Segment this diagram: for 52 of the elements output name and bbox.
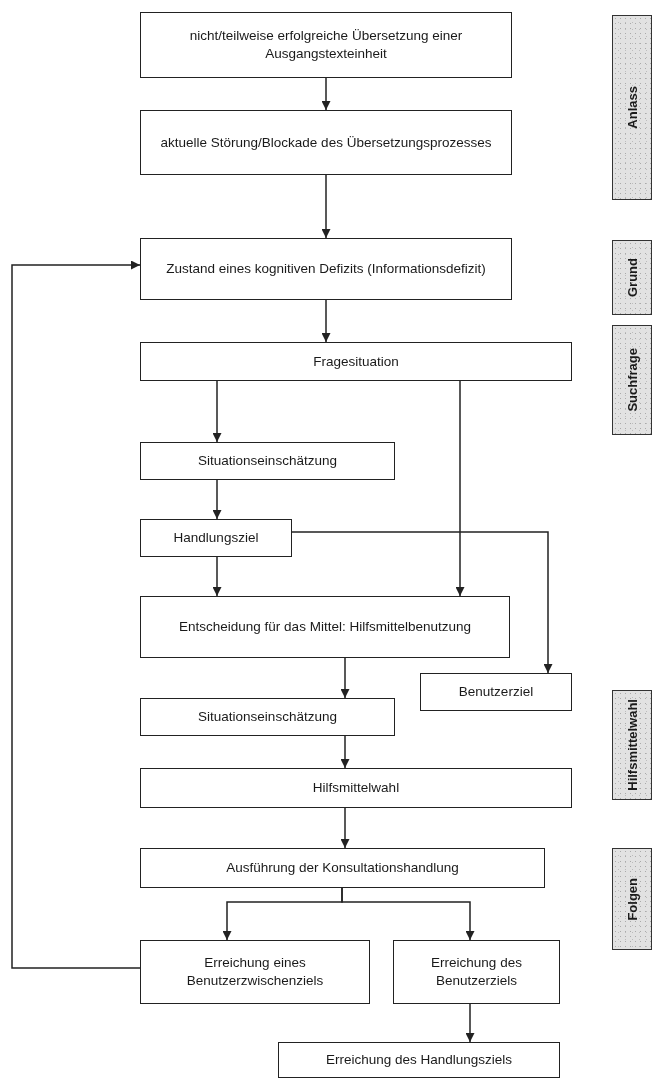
process-box	[140, 519, 292, 557]
section-label: Hilfsmittelwahl	[624, 699, 640, 791]
arrow	[340, 807, 350, 849]
arrow	[340, 657, 350, 699]
section-label: Folgen	[624, 877, 640, 921]
box-text: nicht/teilweise erfolgreiche Übersetzung einer Ausgangstexteinheit	[188, 27, 464, 63]
process-box	[140, 596, 510, 658]
box-text: aktuelle Störung/Blockade des Übersetzungsprozesses	[160, 133, 492, 152]
arrow	[321, 77, 331, 111]
process-box	[140, 698, 395, 736]
arrow	[465, 1003, 475, 1043]
process-box	[140, 940, 370, 1004]
process-box	[140, 848, 545, 888]
process-box	[393, 940, 560, 1004]
section-band	[612, 240, 652, 315]
section-label: Grund	[624, 258, 640, 297]
arrow	[321, 299, 331, 343]
arrow	[212, 556, 222, 597]
arrow	[11, 260, 141, 969]
section-band	[612, 15, 652, 200]
box-text: Hilfsmittelwahl	[312, 779, 400, 797]
section-band	[612, 690, 652, 800]
box-text: Entscheidung für das Mittel: Hilfsmittelbenutzung	[179, 618, 471, 636]
box-text: Situationseinschätzung	[198, 708, 337, 726]
section-band	[612, 848, 652, 950]
box-text: Handlungsziel	[173, 529, 259, 547]
box-text: Erreichung des Benutzerziels	[430, 954, 523, 990]
box-text: Ausführung der Konsultationshandlung	[226, 859, 459, 877]
process-box	[140, 442, 395, 480]
arrow	[341, 887, 475, 941]
arrow	[212, 479, 222, 520]
section-label: Suchfrage	[624, 348, 640, 412]
box-text: Erreichung eines Benutzerzwischenziels	[185, 954, 325, 990]
process-box	[278, 1042, 560, 1078]
box-text: Zustand eines kognitiven Defizits (Informationsdefizit)	[166, 260, 486, 278]
arrow	[455, 380, 465, 597]
arrow	[340, 735, 350, 769]
section-label: Anlass	[624, 86, 640, 129]
process-box	[420, 673, 572, 711]
arrow	[321, 174, 331, 239]
box-text: Fragesituation	[313, 352, 399, 371]
arrow	[291, 531, 553, 674]
process-box	[140, 342, 572, 381]
box-text: Benutzerziel	[458, 683, 534, 701]
process-box	[140, 110, 512, 175]
section-band	[612, 325, 652, 435]
process-box	[140, 12, 512, 78]
process-box	[140, 768, 572, 808]
box-text: Situationseinschätzung	[198, 452, 337, 470]
arrow	[212, 380, 222, 443]
box-text: Erreichung des Handlungsziels	[325, 1051, 513, 1069]
process-box	[140, 238, 512, 300]
